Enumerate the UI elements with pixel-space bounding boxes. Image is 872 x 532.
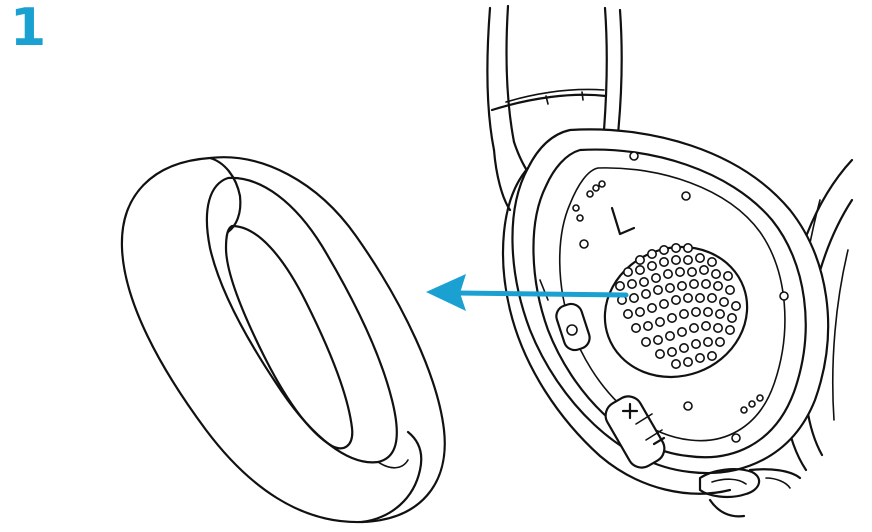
volume-rocker: [604, 395, 666, 469]
usb-port: [698, 468, 802, 518]
step-number: 1: [10, 0, 47, 58]
headset-icon: [501, 128, 830, 518]
speaker-grille: [614, 243, 741, 369]
earpad-icon: [120, 156, 446, 524]
arrow-left-icon: [426, 274, 629, 311]
power-switch: [555, 302, 591, 352]
